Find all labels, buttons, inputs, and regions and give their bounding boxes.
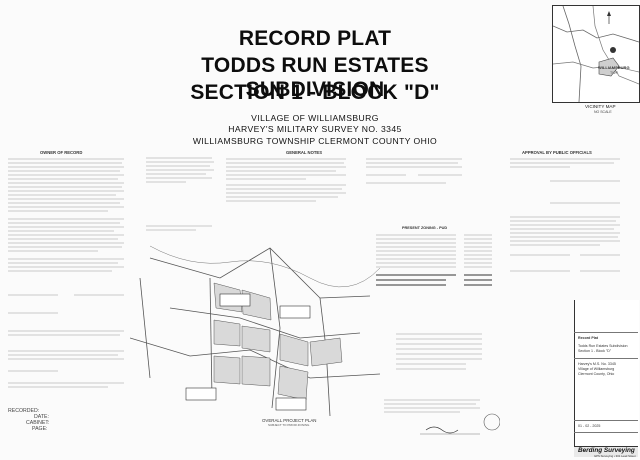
overall-project-plan: [130, 245, 380, 417]
village-subtitle: VILLAGE OF WILLIAMSBURG: [251, 113, 379, 123]
page-title: RECORD PLAT: [238, 27, 392, 50]
recording-date-label: DATE:: [34, 414, 49, 420]
section-title: SECTION 1 - BLOCK "D": [190, 81, 440, 104]
surveyor-certificate: [384, 399, 500, 435]
tb-section: Section 1 - Block "D": [578, 349, 612, 353]
recording-cabinet-label: CABINET:: [26, 420, 50, 426]
tb-divider-3: [574, 420, 638, 421]
recording-page-label: PAGE:: [32, 426, 48, 432]
tb-location: Village of Williamsburg: [578, 367, 615, 371]
overall-plan-scale: SUBJECT TO PRIOR ZONING: [268, 423, 310, 427]
vicinity-map-drawing: [552, 5, 640, 103]
recording-stamp: RECORDED: DATE: CABINET: PAGE:: [8, 408, 49, 432]
tb-divider-2: [574, 358, 638, 359]
recorded-label: RECORDED:: [8, 408, 40, 414]
vicinity-township-label: TWP.: [610, 71, 619, 75]
approval-header: APPROVAL BY PUBLIC OFFICIALS: [522, 150, 592, 155]
tb-record-plat: Record Plat: [578, 336, 598, 340]
surveyor-notes-text: [366, 158, 462, 184]
tb-divider-4: [574, 432, 638, 433]
block-d-table: [396, 333, 482, 370]
vicinity-map-label: VICINITY MAP: [585, 104, 616, 109]
approval-signatures: [510, 158, 620, 272]
survey-subtitle: HARVEY'S MILITARY SURVEY NO. 3345: [228, 124, 402, 134]
general-notes-text: [226, 158, 346, 202]
owner-cert-text-block: [8, 158, 124, 388]
vicinity-town-label: WILLIAMSBURG: [598, 65, 630, 70]
tb-divider-1: [574, 332, 638, 333]
village-notes-text: [146, 157, 214, 183]
subdivision-title: TODDS RUN ESTATES SUBDIVISION: [201, 54, 429, 101]
zoning-header: PRESENT ZONING - PUD: [402, 226, 448, 230]
general-notes-header: GENERAL NOTES: [286, 150, 322, 155]
easement-note-text: [146, 225, 212, 231]
vicinity-map-scale: NO SCALE: [594, 110, 612, 114]
tb-project: Todds Run Estates Subdivision: [578, 344, 628, 348]
vicinity-map: [552, 5, 640, 103]
surveyor-logo-bar: [574, 446, 638, 457]
township-subtitle: WILLIAMSBURG TOWNSHIP CLERMONT COUNTY OH…: [192, 136, 438, 146]
overall-plan-label: OVERALL PROJECT PLAN: [262, 418, 317, 423]
tb-survey: Harvey's M.S. No. 3345: [578, 362, 616, 366]
owner-cert-header: OWNER OF RECORD: [40, 150, 83, 155]
title-block: [574, 300, 639, 450]
surveyor-logo: Berding Surveying: [578, 447, 635, 454]
surveyor-address: GPS Surveying • 301 Lead Street: [594, 454, 636, 458]
tb-county: Clermont County, Ohio: [578, 372, 615, 376]
tb-date: 01 - 02 - 2025: [578, 424, 601, 428]
area-summary-table: [376, 234, 492, 286]
